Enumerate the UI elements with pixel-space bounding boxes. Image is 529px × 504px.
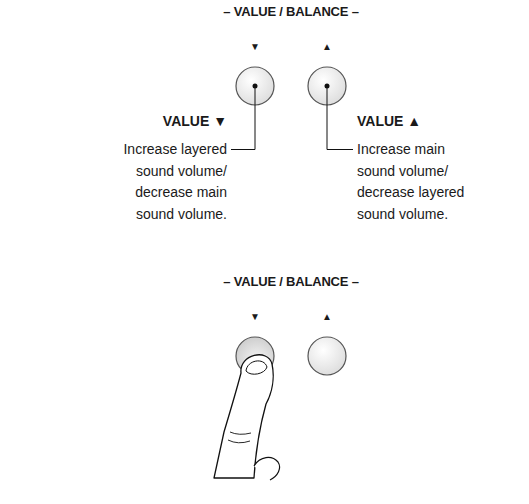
section-heading: – VALUE / BALANCE – (223, 274, 358, 290)
section-heading: – VALUE / BALANCE – (223, 4, 358, 20)
button-name: VALUE ▲ (357, 113, 421, 130)
knuckle-line (228, 440, 250, 443)
value-up-button (308, 337, 346, 375)
down-arrow: ▼ (250, 42, 260, 52)
down-arrow: ▼ (250, 312, 260, 322)
up-arrow: ▲ (322, 312, 332, 322)
button-dot (325, 84, 330, 89)
leader-line (231, 88, 255, 150)
up-arrow: ▲ (322, 42, 332, 52)
leader-line (327, 88, 353, 150)
fingernail (246, 361, 267, 374)
button-description: Increase layered sound volume/ decrease … (105, 139, 227, 225)
button-dot (253, 84, 258, 89)
thumb (254, 457, 280, 480)
button-description: Increase main sound volume/ decrease lay… (357, 139, 479, 225)
button-name: VALUE ▼ (163, 113, 227, 130)
knuckle-line (230, 432, 251, 434)
